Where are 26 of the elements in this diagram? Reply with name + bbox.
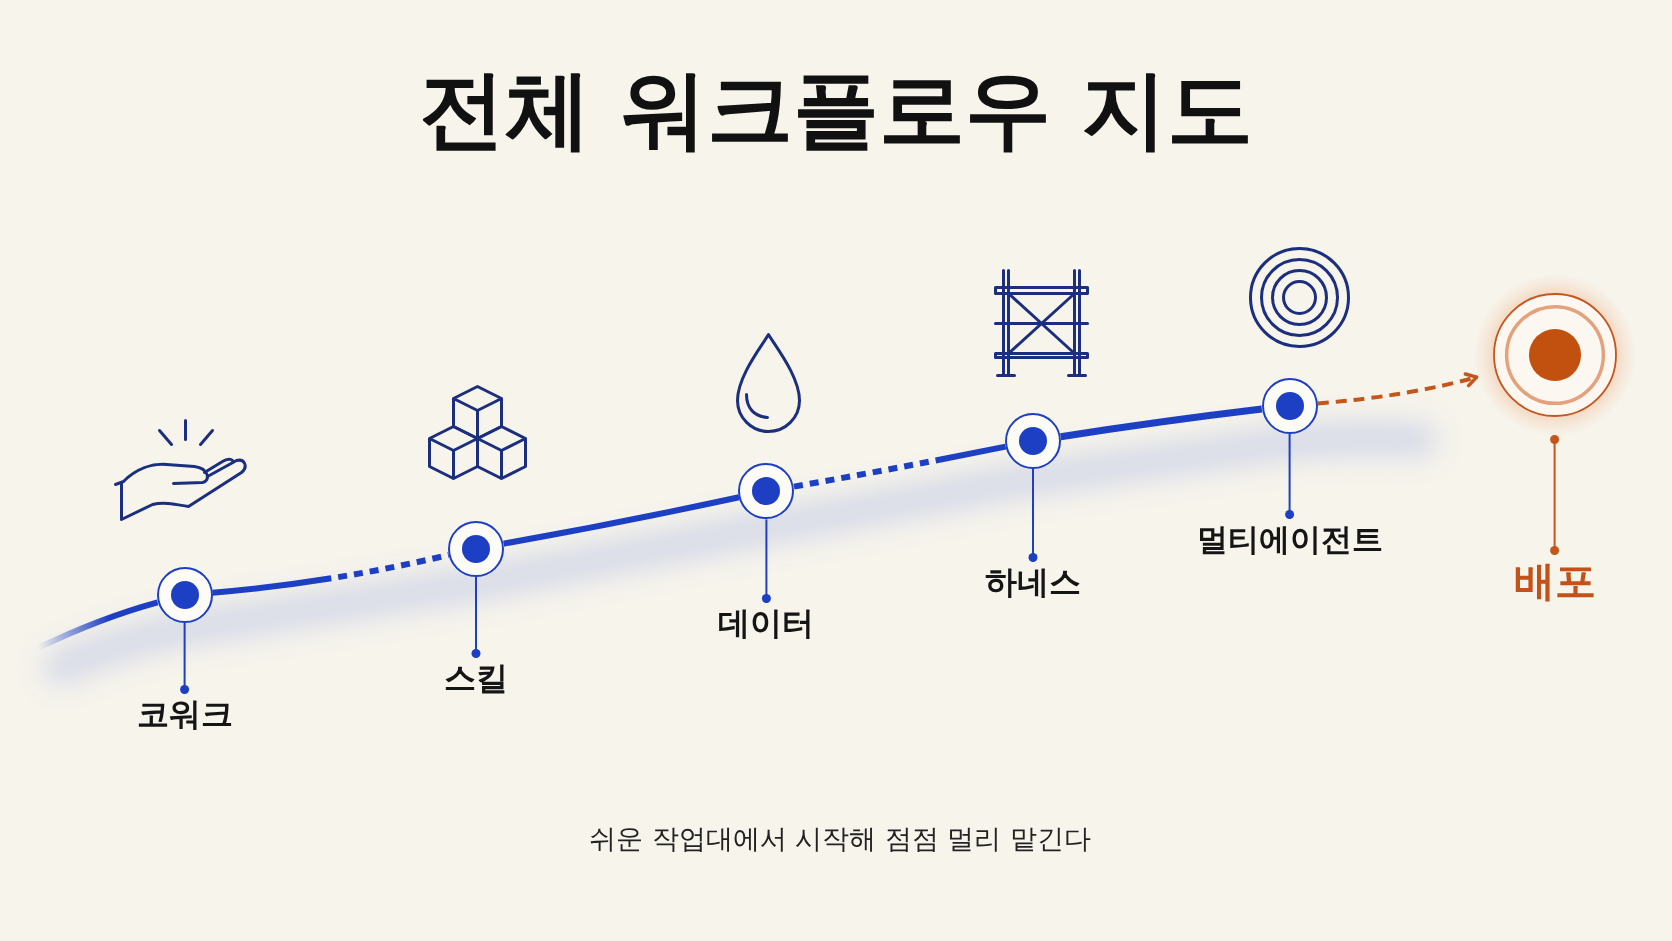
leader-line bbox=[1028, 468, 1038, 563]
milestone-label: 배포 bbox=[1513, 555, 1596, 609]
leader-line bbox=[180, 622, 190, 695]
milestone-label: 스킬 bbox=[444, 658, 508, 700]
leader-line bbox=[1285, 432, 1295, 520]
milestone-label: 하네스 bbox=[985, 562, 1081, 604]
milestone-marker bbox=[1261, 377, 1318, 434]
title: 전체 워크플로우 지도 bbox=[419, 61, 1253, 158]
arrow bbox=[1317, 372, 1479, 406]
milestone-marker bbox=[1005, 413, 1061, 469]
milestone-marker bbox=[156, 567, 213, 623]
milestone-marker bbox=[738, 463, 795, 520]
milestone-label: 데이터 bbox=[718, 603, 815, 645]
timeline-line bbox=[36, 599, 159, 651]
timeline-line bbox=[503, 494, 740, 547]
milestone-label: 코워크 bbox=[136, 694, 233, 736]
timeline-line bbox=[1060, 405, 1263, 441]
leader-line bbox=[1550, 434, 1560, 556]
target-marker bbox=[1474, 275, 1635, 435]
milestone-marker bbox=[448, 520, 504, 577]
milestone-label: 멀티에이전트 bbox=[1196, 519, 1383, 560]
leader-line bbox=[761, 518, 771, 604]
leader-line bbox=[471, 575, 481, 659]
timeline-line bbox=[793, 443, 1007, 490]
timeline-line bbox=[212, 552, 450, 596]
caption: 쉬운 작업대에서 시작해 점점 멀리 맡긴다 bbox=[589, 822, 1091, 856]
